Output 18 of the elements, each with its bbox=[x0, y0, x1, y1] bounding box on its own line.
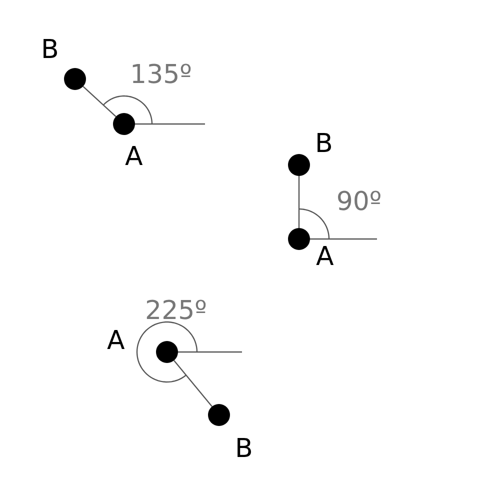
angle-label: 225º bbox=[145, 298, 207, 324]
point-label: B bbox=[315, 131, 333, 157]
point-label: A bbox=[125, 144, 143, 170]
angle-label: 90º bbox=[336, 189, 382, 215]
dot-marker bbox=[156, 341, 178, 363]
point-label: B bbox=[41, 37, 59, 63]
angle-label: 135º bbox=[130, 62, 192, 88]
dot-marker bbox=[208, 404, 230, 426]
dot-marker bbox=[288, 228, 310, 250]
dot-marker bbox=[288, 154, 310, 176]
point-label: A bbox=[107, 328, 125, 354]
connector-line bbox=[82, 86, 116, 117]
point-label: A bbox=[316, 244, 334, 270]
connector-line bbox=[298, 176, 300, 228]
dot-marker bbox=[64, 68, 86, 90]
point-label: B bbox=[235, 436, 253, 462]
connector-line bbox=[174, 360, 212, 407]
dot-marker bbox=[113, 113, 135, 135]
